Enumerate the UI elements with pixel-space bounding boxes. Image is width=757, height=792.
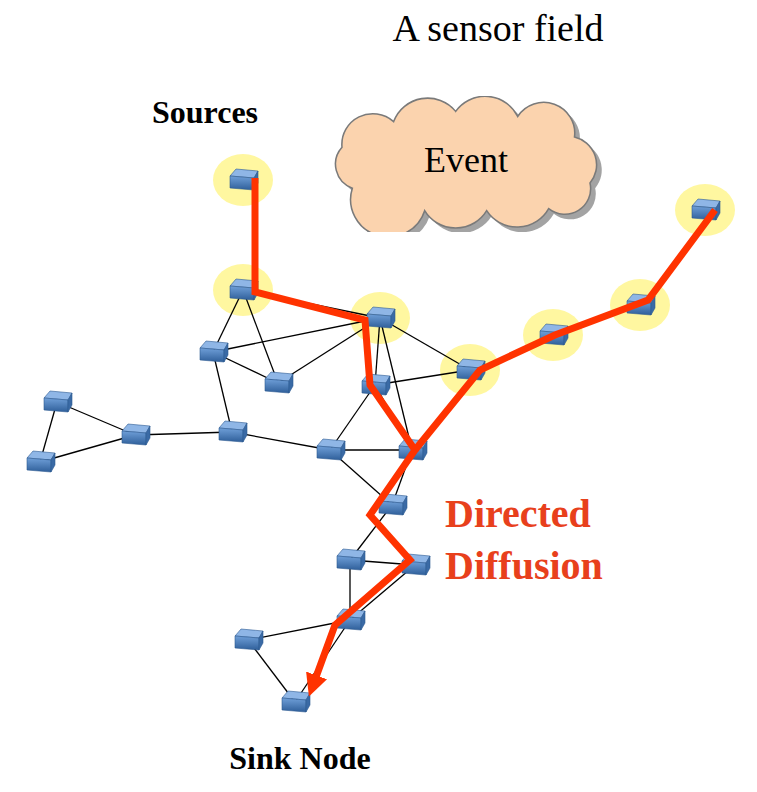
sensor-node [337,549,365,570]
diffusion-path [415,210,715,450]
sensor-node [44,391,72,412]
group-label: Sources [152,92,258,134]
sensor-node [219,421,247,442]
source-halo [213,154,273,206]
sensor-node [317,439,345,460]
diagram-title: A sensor field [392,6,603,50]
sensor-node [27,451,55,472]
sensor-node [282,691,310,712]
sensor-node [122,424,150,445]
diffusion-path [255,178,415,688]
event-label: Event [424,139,508,181]
network-link [213,352,232,432]
network-link [213,318,380,352]
sink-label: Sink Node [229,738,370,780]
path-label: Directed Diffusion [445,488,685,592]
network-link [380,318,470,370]
source-halo [213,264,273,316]
sensor-node [200,341,228,362]
event-cloud: Event [311,96,621,224]
sensor-node [265,372,293,393]
sensor-node [235,629,263,650]
sensor-node [367,307,395,328]
source-halo [440,344,500,396]
